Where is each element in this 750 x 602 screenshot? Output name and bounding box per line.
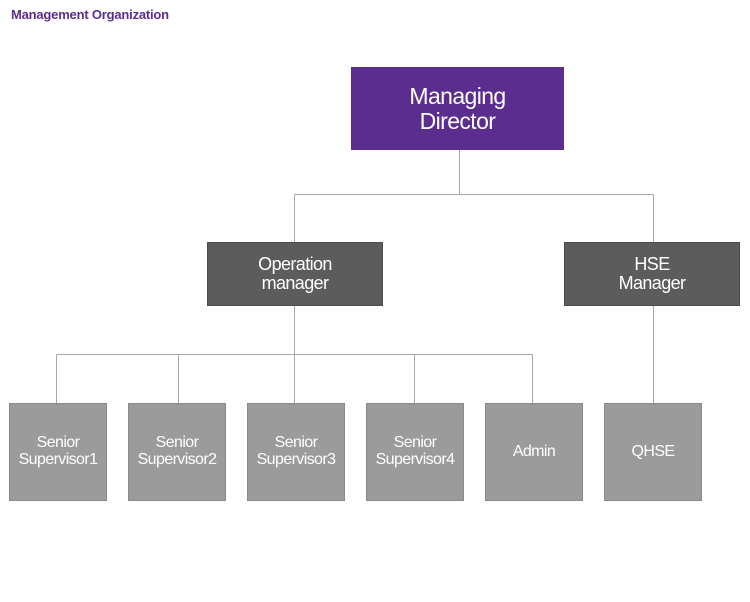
senior-supervisor-3-label-line2: Supervisor3: [256, 451, 336, 468]
senior-supervisor-1-label-line1: Senior: [36, 434, 80, 452]
operation-manager-box: Operation manager: [207, 242, 383, 306]
senior-supervisor-3-label-line1: Senior: [274, 434, 318, 452]
operation-manager-label-line1: Operation: [258, 254, 332, 275]
hse-manager-label-line1: HSE: [634, 254, 670, 275]
senior-supervisor-4-label-line2: Supervisor4: [375, 451, 455, 468]
senior-supervisor-1-label-line2: Supervisor1: [18, 451, 98, 468]
managing-director-label-line1: Managing: [409, 83, 506, 110]
senior-supervisor-2-box: Senior Supervisor2: [128, 403, 226, 501]
senior-supervisor-1-box: Senior Supervisor1: [9, 403, 107, 501]
page-title: Management Organization: [11, 7, 169, 22]
admin-label: Admin: [512, 442, 556, 460]
qhse-box: QHSE: [604, 403, 702, 501]
managing-director-label-line2: Director: [419, 107, 496, 134]
hse-manager-label-line2: Manager: [618, 273, 686, 293]
senior-supervisor-3-box: Senior Supervisor3: [247, 403, 345, 501]
senior-supervisor-4-box: Senior Supervisor4: [366, 403, 464, 501]
hse-manager-box: HSE Manager: [564, 242, 740, 306]
qhse-label: QHSE: [631, 442, 676, 460]
admin-box: Admin: [485, 403, 583, 501]
senior-supervisor-4-label-line1: Senior: [393, 434, 437, 452]
senior-supervisor-2-label-line2: Supervisor2: [137, 451, 217, 468]
senior-supervisor-2-label-line1: Senior: [155, 434, 199, 452]
managing-director-box: Managing Director: [351, 67, 564, 150]
operation-manager-label-line2: manager: [261, 273, 329, 293]
